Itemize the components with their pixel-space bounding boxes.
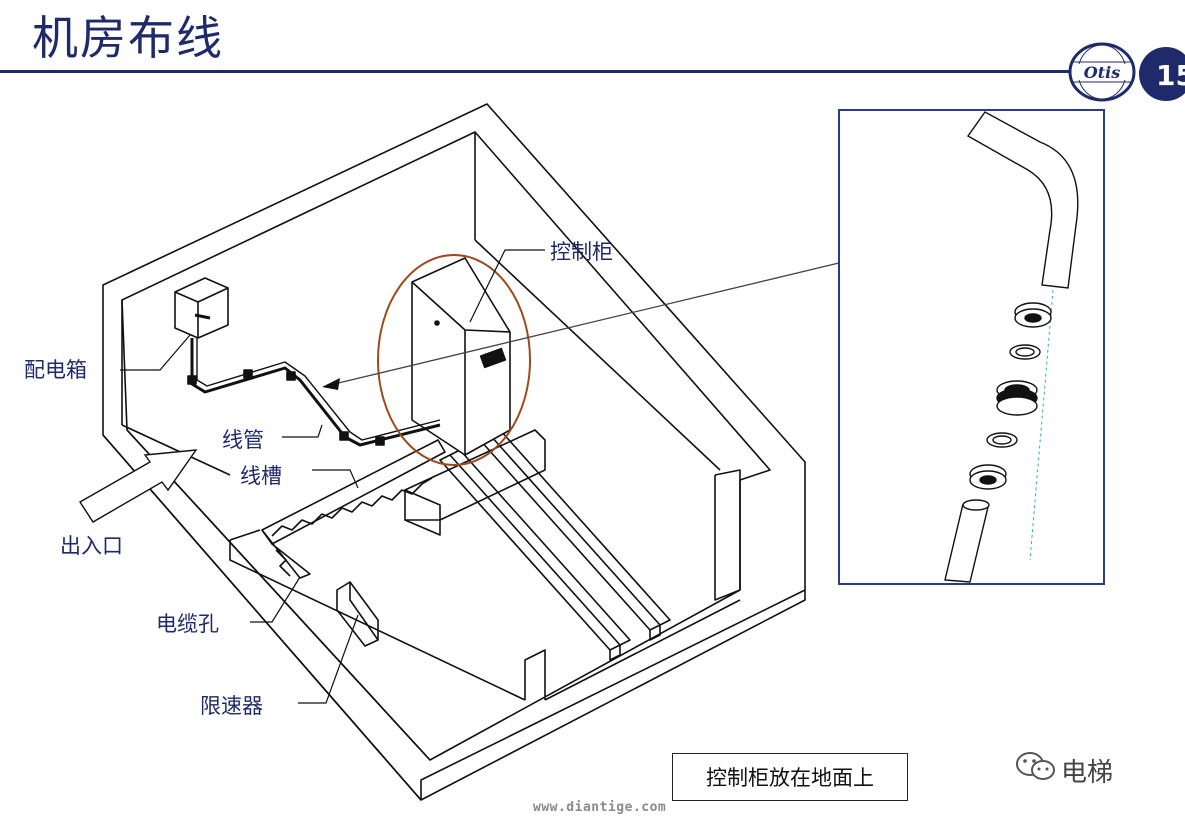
washer-bottom	[986, 432, 1018, 448]
wechat-icon	[1015, 750, 1057, 791]
straight-conduit	[944, 503, 989, 583]
label-trunking: 线槽	[240, 464, 282, 488]
machine-base	[404, 429, 546, 521]
label-distribution-box: 配电箱	[24, 358, 87, 382]
wechat-account: 电梯	[1015, 750, 1113, 791]
otis-logo: Otis 150	[1066, 40, 1185, 106]
leader-trunking	[312, 469, 359, 489]
label-cable-hole: 电缆孔	[156, 612, 219, 636]
lock-nut-top	[1014, 302, 1052, 328]
leader-distribution-box	[120, 334, 191, 371]
leader-governor	[298, 614, 359, 704]
leader-conduit	[282, 424, 323, 438]
title-divider	[0, 70, 1070, 73]
leader-cable-hole	[250, 576, 301, 623]
label-conduit: 线管	[222, 428, 264, 452]
watermark: www.diantige.com	[533, 800, 667, 815]
entrance-arrow	[79, 449, 198, 523]
page-title: 机房布线	[32, 11, 224, 65]
label-entrance: 出入口	[60, 534, 123, 558]
leader-control-cabinet	[469, 249, 545, 323]
logo-brand: Otis	[1084, 63, 1120, 82]
washer-top	[1009, 344, 1041, 360]
wechat-name: 电梯	[1061, 758, 1114, 788]
detail-pointer-arrow	[329, 261, 844, 386]
distribution-box	[174, 277, 229, 339]
conduit-fitting-exploded	[944, 111, 1079, 583]
caption-box: 控制柜放在地面上	[672, 753, 908, 801]
label-speed-governor: 限速器	[200, 694, 263, 718]
label-control-cabinet: 控制柜	[550, 240, 613, 264]
gland-fitting	[996, 380, 1038, 416]
logo-anniversary: 150	[1156, 59, 1185, 92]
bent-conduit	[966, 111, 1079, 289]
cabinet-highlight-ellipse	[377, 254, 531, 466]
lock-nut-bottom	[969, 464, 1007, 490]
